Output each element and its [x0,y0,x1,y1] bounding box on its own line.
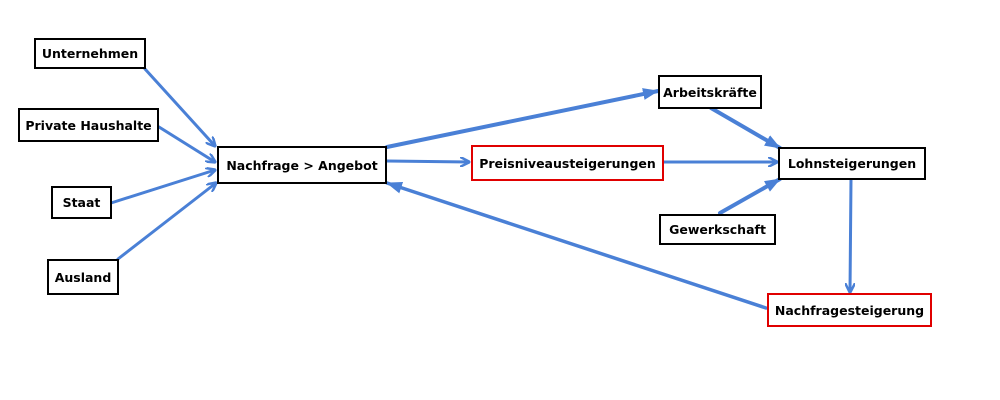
arrow-unternehmen-to-nachfrage [143,67,215,146]
arrow-ausland-to-nachfrage [116,183,216,261]
node-nachfragesteigerung: Nachfragesteigerung [767,293,932,327]
arrow-arbeitskraefte-to-lohn [709,106,782,150]
node-ausland: Ausland [47,259,119,295]
node-arbeitskraefte: Arbeitskräfte [658,75,762,109]
arrow-gewerkschaft-to-lohn [718,177,782,215]
node-staat: Staat [51,186,112,219]
arrow-nachfrage-to-preisniveau [385,161,471,162]
node-gewerkschaft: Gewerkschaft [659,214,776,245]
arrow-staat-to-nachfrage [109,170,215,205]
node-lohnsteigerungen: Lohnsteigerungen [778,147,926,180]
node-private-haushalte: Private Haushalte [18,108,159,142]
arrow-haushalte-to-nachfrage [157,125,215,162]
node-nachfrage-angebot: Nachfrage > Angebot [217,146,387,184]
node-preisniveausteigerungen: Preisniveausteigerungen [471,145,664,181]
arrow-nachfragesteigerung-to-nachfrage [385,181,768,310]
arrow-lohn-to-nachfragesteigerung [850,177,851,294]
node-unternehmen: Unternehmen [34,38,146,69]
arrow-nachfrage-to-arbeitskraefte [385,88,660,149]
